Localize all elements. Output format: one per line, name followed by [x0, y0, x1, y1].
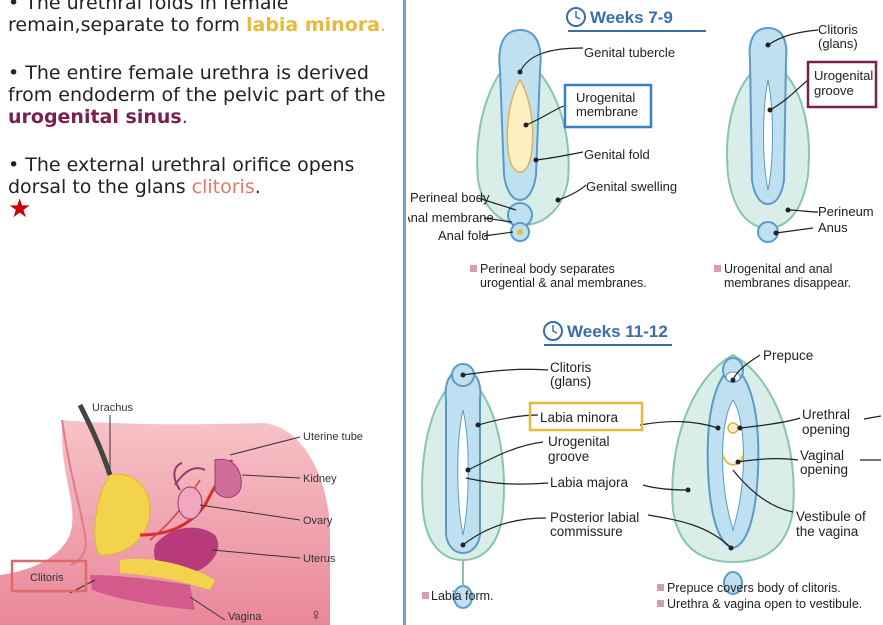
- clitoris-label: Clitoris: [30, 572, 64, 584]
- vaginal-opening-label-1: Vaginal: [800, 448, 844, 463]
- weeks-7-9-header: Weeks 7-9: [567, 8, 706, 31]
- weeks-7-9-caption-right-2: membranes disappear.: [724, 276, 851, 290]
- urogenital-membrane-label-2: membrane: [576, 104, 638, 119]
- vestibule-label-2: the vagina: [796, 524, 859, 539]
- vagina-label: Vagina: [228, 611, 262, 623]
- weeks-11-12-caption-left: Labia form.: [431, 589, 494, 603]
- bullet-list: • The urethral folds in female remain,se…: [8, 0, 400, 242]
- posterior-labial-label-2: commissure: [550, 524, 623, 539]
- weeks-7-9-caption-left-1: Perineal body separates: [480, 262, 615, 276]
- labia-majora-label: Labia majora: [550, 475, 629, 490]
- genital-tubercle-label: Genital tubercle: [584, 45, 675, 60]
- weeks-7-9-caption-right-1: Urogenital and anal: [724, 262, 832, 276]
- weeks-11-12-title: Weeks 11-12: [567, 322, 668, 341]
- panel-divider: [403, 0, 406, 625]
- weeks-7-9-title: Weeks 7-9: [590, 8, 673, 27]
- anal-fold-label: Anal fold: [438, 228, 489, 243]
- anus-label: Anus: [818, 220, 848, 235]
- urogenital-membrane-label-1: Urogenital: [576, 90, 635, 105]
- urachus-label: Urachus: [92, 402, 133, 414]
- vaginal-opening-label-2: opening: [800, 462, 848, 477]
- kidney-label: Kidney: [303, 473, 337, 485]
- urethral-opening-label-2: opening: [802, 422, 850, 437]
- weeks-11-12-caption-right-1: Prepuce covers body of clitoris.: [667, 581, 841, 595]
- clitoris-glans-label-1: Clitoris: [818, 22, 858, 37]
- anal-membrane-label: Anal membrane: [408, 210, 494, 225]
- genital-swelling-label: Genital swelling: [586, 179, 677, 194]
- vestibule-label-1: Vestibule of: [796, 509, 866, 524]
- weeks-11-12-header: Weeks 11-12: [544, 322, 672, 345]
- bullet-1-period: .: [380, 14, 386, 36]
- bullet-1-line-1: • The urethral folds in female: [8, 0, 288, 14]
- uterine-tube-label: Uterine tube: [303, 431, 363, 443]
- bullet-urethra: • The entire female urethra is derived f…: [8, 62, 400, 128]
- ovary-label: Ovary: [303, 515, 333, 527]
- bullet-2-text: • The entire female urethra is derived f…: [8, 62, 386, 106]
- star-icon: ★: [8, 194, 31, 224]
- figure-weeks-11-12-vestibule: [672, 355, 794, 594]
- urogenital-groove-label-1: Urogenital: [548, 434, 610, 449]
- prepuce-label: Prepuce: [763, 348, 813, 363]
- urethral-opening-label-1: Urethral: [802, 407, 850, 422]
- urogenital-sinus-term: urogenital sinus: [8, 106, 182, 128]
- urogenital-groove-label-2: groove: [548, 449, 589, 464]
- uterus-label: Uterus: [303, 553, 336, 565]
- urogenital-groove-label-2: groove: [814, 83, 854, 98]
- weeks-11-12-caption-right-2: Urethra & vagina open to vestibule.: [667, 597, 862, 611]
- labia-minora-label: Labia minora: [540, 410, 619, 425]
- female-symbol-icon: ♀: [310, 607, 322, 624]
- ovary-shape: [178, 487, 202, 519]
- weeks-7-9-caption-left-2: urogential & anal membranes.: [480, 276, 647, 290]
- clitoris-label-1: Clitoris: [550, 360, 592, 375]
- labia-minora-term: labia minora: [246, 14, 380, 36]
- embryology-panel: Weeks 7-9 Genital tub: [408, 0, 881, 625]
- female-reproductive-anatomy-diagram: Urachus Uterine tube Kidney Ovary Uterus…: [0, 375, 400, 625]
- posterior-labial-label-1: Posterior labial: [550, 510, 639, 525]
- bullet-3-period: .: [255, 176, 261, 198]
- genital-fold-label: Genital fold: [584, 147, 650, 162]
- bullet-orifice: • The external urethral orifice opens do…: [8, 154, 400, 222]
- figure-weeks-11-12-labia-form: [422, 364, 504, 608]
- clitoris-glans-label-2: (glans): [818, 36, 858, 51]
- bullet-2-period: .: [182, 106, 188, 128]
- bullet-3-text: • The external urethral orifice opens do…: [8, 154, 354, 198]
- clitoris-label-2: (glans): [550, 374, 591, 389]
- bullet-1-line-2: remain,separate to form: [8, 14, 246, 36]
- bullet-labia-minora: • The urethral folds in female remain,se…: [8, 0, 400, 36]
- urogenital-groove-label-1: Urogenital: [814, 68, 873, 83]
- perineum-label: Perineum: [818, 204, 874, 219]
- clitoris-term: clitoris: [192, 176, 255, 198]
- perineal-body-label: Perineal body: [410, 190, 490, 205]
